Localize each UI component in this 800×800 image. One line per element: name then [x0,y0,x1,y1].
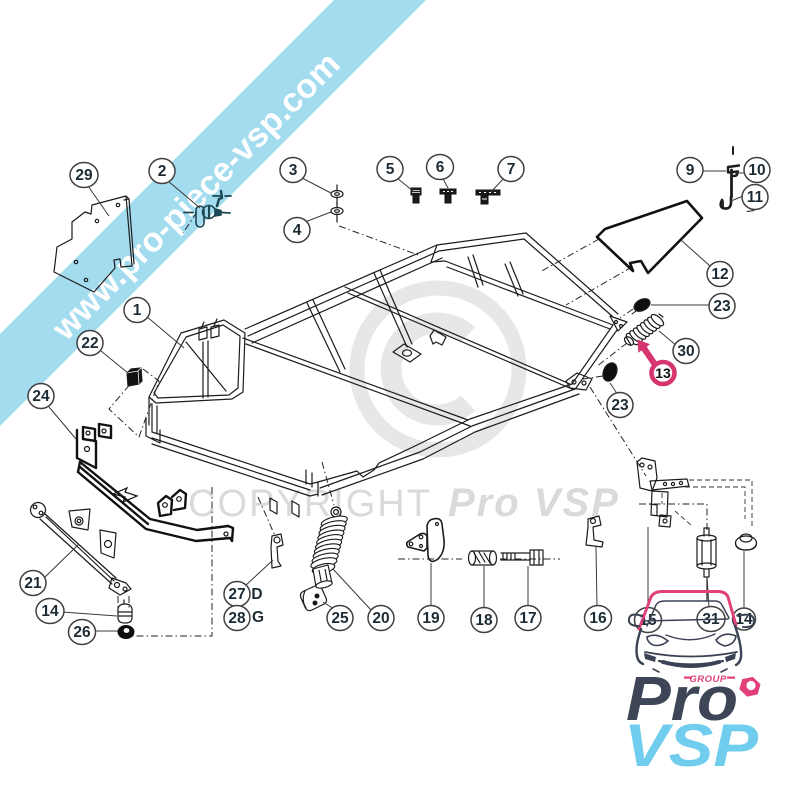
svg-text:Pro VSP: Pro VSP [448,481,620,525]
svg-text:7: 7 [507,161,516,178]
svg-text:29: 29 [75,167,93,184]
svg-text:VSP: VSP [624,712,759,779]
svg-text:1: 1 [133,302,142,319]
svg-text:Pro: Pro [626,665,738,734]
svg-text:GROUP: GROUP [689,674,727,685]
svg-text:24: 24 [32,388,50,405]
svg-text:27: 27 [228,586,245,603]
svg-text:2: 2 [158,163,167,180]
svg-text:25: 25 [331,610,349,627]
svg-text:3: 3 [289,162,298,179]
svg-text:D: D [251,586,262,603]
svg-text:G: G [252,609,264,626]
svg-text:COPYRIGHT: COPYRIGHT [188,483,432,525]
svg-text:4: 4 [293,222,302,239]
svg-text:22: 22 [81,335,98,352]
svg-text:10: 10 [748,162,765,179]
svg-text:19: 19 [422,610,440,627]
svg-text:11: 11 [747,189,764,206]
svg-text:23: 23 [611,397,629,414]
svg-text:17: 17 [519,610,536,627]
svg-text:23: 23 [713,298,731,315]
svg-text:30: 30 [677,343,694,360]
svg-text:21: 21 [24,575,42,592]
svg-text:9: 9 [686,162,695,179]
svg-text:16: 16 [589,610,607,627]
svg-text:6: 6 [436,159,445,176]
svg-text:12: 12 [711,266,728,283]
svg-text:26: 26 [73,624,91,641]
svg-text:13: 13 [655,365,671,381]
svg-text:28: 28 [228,610,246,627]
svg-text:18: 18 [475,612,493,629]
svg-text:20: 20 [372,610,389,627]
svg-text:14: 14 [41,603,59,620]
svg-text:5: 5 [386,161,395,178]
